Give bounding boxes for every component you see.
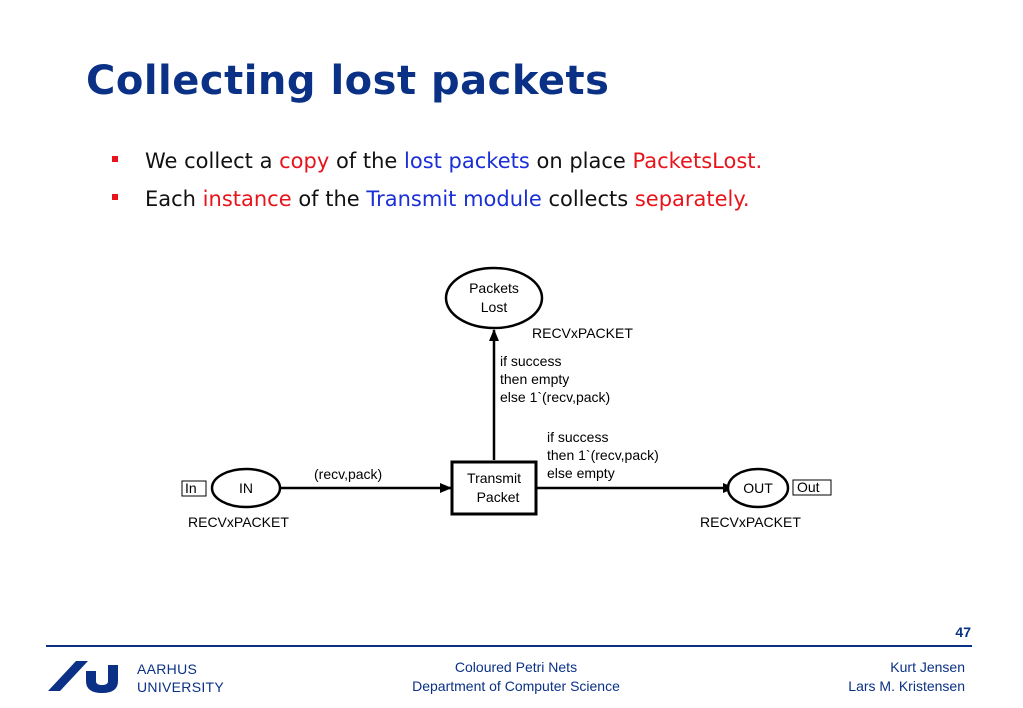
arc-out-inscription-line: else empty [547,465,615,481]
page-number: 47 [955,624,971,640]
bullet-list: We collect a copy of the lost packets on… [110,144,762,220]
bullet-square-icon [112,194,118,200]
place-packets-lost: Packets Lost [444,266,544,330]
footer-author: Kurt Jensen [890,659,965,675]
place-in-type: RECVxPACKET [188,514,289,530]
transition-transmit-packet: Transmit Packet [450,460,538,516]
footer-course-title: Coloured Petri Nets [454,659,578,675]
arc-lost-inscription-line: else 1`(recv,pack) [500,389,610,405]
arc-lost-inscription-line: if success [500,353,561,369]
place-in: IN [210,467,282,509]
aarhus-university-logo-icon [48,661,118,693]
transition-label: Packet [477,489,520,505]
highlight-instance: instance [202,187,292,211]
port-tag-in-label: In [185,480,197,496]
place-in-label: IN [239,480,253,496]
university-name-line: AARHUS [137,661,198,677]
place-packets-lost-type: RECVxPACKET [532,325,633,341]
place-packets-lost-label: Lost [481,299,508,315]
place-packets-lost-label: Packets [469,280,519,296]
bullet-item: We collect a copy of the lost packets on… [110,144,762,182]
bullet-text: We collect a [145,149,280,173]
arc-in-inscription: (recv,pack) [314,466,382,482]
port-tag-out-label: Out [797,479,820,495]
bullet-text: Each [145,187,203,211]
footer-authors: Kurt Jensen Lars M. Kristensen [848,658,965,696]
university-name-line: UNIVERSITY [137,679,225,695]
highlight-copy: copy [279,149,330,173]
university-name: AARHUS UNIVERSITY [137,660,224,696]
place-out: OUT [726,467,790,509]
bullet-text: collects [541,187,635,211]
footer-author: Lars M. Kristensen [848,678,965,694]
footer-divider [46,645,972,647]
bullet-text: of the [291,187,367,211]
highlight-transmit-module: Transmit module [366,187,542,211]
bullet-text: on place [529,149,633,173]
arc-out-inscription-line: then 1`(recv,pack) [547,447,659,463]
transition-label: Transmit [467,470,521,486]
footer-course-info: Coloured Petri Nets Department of Comput… [366,658,666,696]
footer-department: Department of Computer Science [412,678,620,694]
slide-title: Collecting lost packets [86,58,610,104]
bullet-item: Each instance of the Transmit module col… [110,182,762,220]
highlight-packetslost: PacketsLost. [632,149,763,173]
highlight-separately: separately. [634,187,750,211]
place-out-label: OUT [743,480,773,496]
highlight-lost-packets: lost packets [404,149,530,173]
arc-out-inscription-line: if success [547,429,608,445]
arc-lost-inscription-line: then empty [500,371,569,387]
bullet-square-icon [112,156,118,162]
bullet-text: of the [329,149,405,173]
port-tag-in [181,480,207,497]
port-tag-out [792,479,832,496]
place-out-type: RECVxPACKET [700,514,801,530]
